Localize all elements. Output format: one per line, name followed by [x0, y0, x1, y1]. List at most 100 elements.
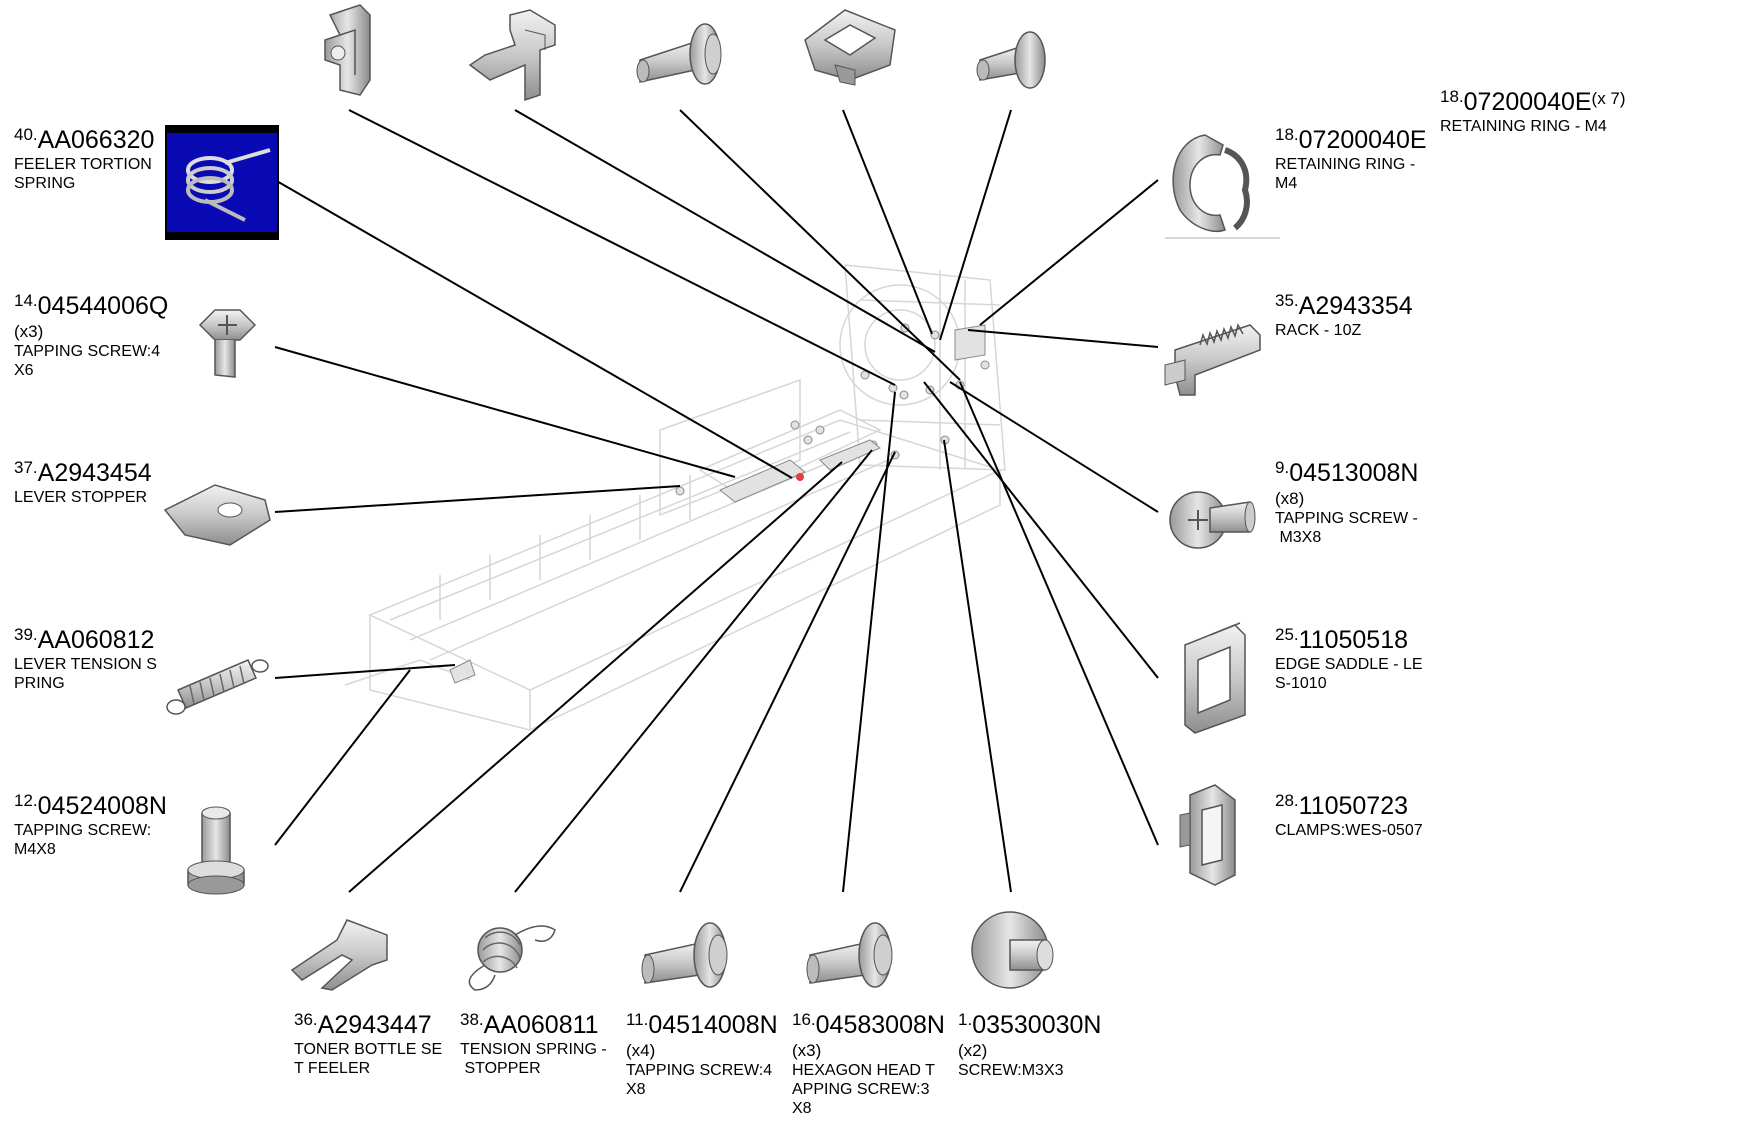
item-index: 36. [294, 1010, 318, 1029]
bracket-clip-icon [804, 9, 896, 86]
callout-37: 37.A2943454 LEVER STOPPER [14, 458, 152, 507]
leader-line [274, 179, 793, 479]
callout-14: 14.04544006Q (x3) TAPPING SCREW:4 X6 [14, 291, 169, 380]
callout-12: 12.04524008N TAPPING SCREW: M4X8 [14, 791, 167, 859]
leader-line [274, 669, 411, 846]
bracket-clip-icon [324, 4, 371, 96]
leader-lines [274, 109, 1159, 893]
leader-line [274, 664, 456, 679]
leader-line [923, 381, 1159, 679]
flange-screw-icon [806, 922, 893, 988]
leader-line [348, 109, 896, 386]
part-number: 04513008N [1289, 459, 1419, 487]
callout-1: 1.03530030N (x2) SCREW:M3X3 [958, 1010, 1102, 1080]
leader-line [348, 461, 843, 893]
callout-9: 9.04513008N (x8) TAPPING SCREW - M3X8 [1275, 458, 1419, 547]
part-description: HEXAGON HEAD T APPING SCREW:3 X8 [792, 1062, 935, 1117]
quantity: (x3) [792, 1041, 822, 1060]
headed-pin-icon [187, 806, 245, 895]
leader-line [514, 449, 873, 893]
leader-line [967, 329, 1159, 348]
item-index: 40. [14, 125, 38, 144]
part-description: TAPPING SCREW - M3X8 [1275, 510, 1418, 546]
highlight-dot [796, 473, 804, 481]
bracket-clip-icon [468, 9, 556, 102]
item-index: 9. [1275, 458, 1290, 477]
coil-spring-icon [468, 925, 556, 991]
part-number: 04524008N [37, 792, 167, 820]
leader-line [959, 381, 1159, 846]
part-number: AA060812 [37, 626, 155, 654]
part-description: FEELER TORTION SPRING [14, 156, 152, 192]
leader-line [274, 346, 736, 478]
part-number: 07200040E [1298, 126, 1427, 154]
item-index: 12. [14, 791, 38, 810]
part-description: RACK - 10Z [1275, 322, 1362, 339]
screw-icon [971, 911, 1054, 989]
part-number: A2943447 [317, 1011, 432, 1039]
cable-clamp-icon [1179, 784, 1236, 886]
part-number: AA066320 [37, 126, 155, 154]
flange-screw-icon [636, 23, 722, 85]
retaining-ring-summary: 18.07200040E(x 7) RETAINING RING - M4 [1440, 87, 1626, 136]
callout-40: 40.AA066320 FEELER TORTION SPRING [14, 125, 155, 193]
leader-line [939, 109, 1012, 341]
part-description: LEVER STOPPER [14, 489, 148, 506]
part-description: TAPPING SCREW: M4X8 [14, 822, 152, 858]
assembly-details [449, 323, 990, 684]
lever-stopper-plate-icon [163, 484, 271, 546]
item-index: 25. [1275, 625, 1299, 644]
quantity: (x3) [14, 322, 44, 341]
part-number: A2943454 [37, 459, 152, 487]
part-number: 04544006Q [37, 292, 169, 320]
leader-line [514, 109, 936, 353]
edge-saddle-icon [1184, 622, 1246, 734]
item-index: 1. [958, 1010, 973, 1029]
part-number: 11050518 [1298, 626, 1409, 654]
part-description: LEVER TENSION S PRING [14, 656, 157, 692]
item-index: 35. [1275, 291, 1299, 310]
callout-35: 35.A2943354 RACK - 10Z [1275, 291, 1413, 340]
assembly-ghost [344, 264, 1006, 731]
item-index: 38. [460, 1010, 484, 1029]
rack-icon [1164, 323, 1261, 396]
leader-line [949, 381, 1159, 513]
callout-39: 39.AA060812 LEVER TENSION S PRING [14, 626, 157, 693]
item-index: 18. [1275, 125, 1299, 144]
part-description: TENSION SPRING - STOPPER [460, 1041, 607, 1077]
flange-screw-icon [198, 309, 257, 378]
quantity: (x2) [958, 1041, 988, 1060]
flange-screw-icon [641, 922, 728, 988]
callout-38: 38.AA060811 TENSION SPRING - STOPPER [460, 1010, 607, 1078]
part-description: SCREW:M3X3 [958, 1062, 1064, 1079]
item-index: 28. [1275, 791, 1299, 810]
leader-line [943, 439, 1012, 893]
feeler-lever-icon [290, 919, 388, 991]
part-number: A2943354 [1298, 292, 1413, 320]
part-number: 03530030N [972, 1011, 1102, 1039]
part-number: 11050723 [1298, 792, 1409, 820]
tension-spring-icon [166, 659, 269, 715]
flange-screw-icon [976, 31, 1046, 89]
item-index: 37. [14, 458, 38, 477]
part-description: CLAMPS:WES-0507 [1275, 822, 1423, 839]
item-index: 11. [626, 1010, 649, 1029]
item-index: 18. [1440, 87, 1464, 106]
part-description: EDGE SADDLE - LE S-1010 [1275, 656, 1423, 692]
leader-line [679, 451, 896, 893]
part-number: 04514008N [648, 1011, 778, 1039]
callout-36: 36.A2943447 TONER BOTTLE SE T FEELER [294, 1010, 443, 1078]
quantity: (x8) [1275, 489, 1305, 508]
part-description: TONER BOTTLE SE T FEELER [294, 1041, 443, 1077]
callout-11: 11.04514008N (x4) TAPPING SCREW:4 X8 [626, 1010, 778, 1099]
part-description: TAPPING SCREW:4 X8 [626, 1062, 773, 1098]
retaining-ring-icon [1165, 134, 1280, 239]
quantity: (x 7) [1591, 89, 1626, 108]
leader-line [979, 179, 1159, 326]
callout-28: 28.11050723 CLAMPS:WES-0507 [1275, 791, 1423, 840]
leader-line [842, 109, 933, 335]
item-index: 14. [14, 291, 38, 310]
callout-16: 16.04583008N (x3) HEXAGON HEAD T APPING … [792, 1011, 945, 1118]
flange-screw-icon [1169, 491, 1256, 549]
